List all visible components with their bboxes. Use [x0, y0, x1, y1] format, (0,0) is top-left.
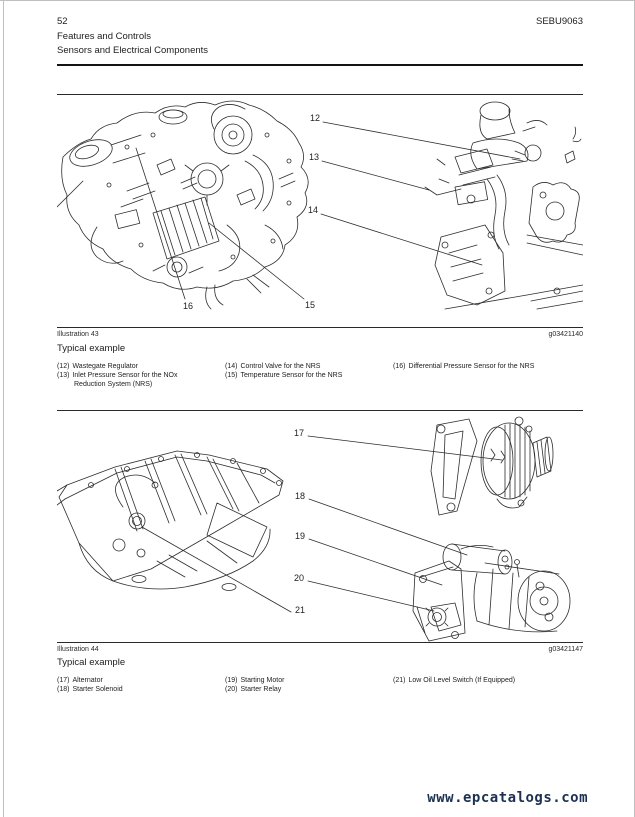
illustration-43-meta: Illustration 43 g03421140: [57, 331, 583, 338]
callout-17: 17: [292, 428, 306, 438]
illustration-43-figure: 12 13 14 15 16: [57, 94, 583, 328]
page-number: 52: [57, 16, 68, 27]
legend-column: (17)Alternator (18)Starter Solenoid: [57, 676, 209, 694]
illustration-43-label: Illustration 43: [57, 331, 99, 338]
callout-21: 21: [293, 605, 307, 615]
illustration-44-figure: 17 18 19 20 21: [57, 410, 583, 643]
subsection-title: Sensors and Electrical Components: [57, 45, 209, 56]
legend-item: (19)Starting Motor: [225, 677, 285, 684]
section-title: Features and Controls: [57, 31, 151, 42]
legend-item: (17)Alternator: [57, 677, 103, 684]
legend-item: (20)Starter Relay: [225, 686, 282, 693]
legend-item: (13)Inlet Pressure Sensor for the NOx Re…: [57, 372, 178, 388]
legend-column: (19)Starting Motor (20)Starter Relay: [225, 676, 377, 694]
legend-item: (15)Temperature Sensor for the NRS: [225, 372, 343, 379]
legend-column: (12)Wastegate Regulator (13)Inlet Pressu…: [57, 362, 209, 389]
illustration-43-caption: Typical example: [57, 343, 126, 354]
callout-15: 15: [303, 300, 317, 310]
engine-sensors-drawing: [57, 100, 583, 310]
legend-item: (12)Wastegate Regulator: [57, 363, 138, 370]
illustration-44-label: Illustration 44: [57, 646, 99, 653]
legend-item: (16)Differential Pressure Sensor for the…: [393, 363, 535, 370]
illustration-44-meta: Illustration 44 g03421147: [57, 646, 583, 653]
callout-19: 19: [293, 531, 307, 541]
callout-13: 13: [307, 152, 321, 162]
legend-column: (21)Low Oil Level Switch (If Equipped): [393, 676, 583, 694]
publication-code: SEBU9063: [535, 16, 583, 27]
callout-12: 12: [308, 113, 322, 123]
illustration-43-legend: (12)Wastegate Regulator (13)Inlet Pressu…: [57, 362, 583, 389]
legend-column: (14)Control Valve for the NRS (15)Temper…: [225, 362, 377, 389]
illustration-44-legend: (17)Alternator (18)Starter Solenoid (19)…: [57, 676, 583, 694]
callout-14: 14: [306, 205, 320, 215]
illustration-43-gnumber: g03421140: [548, 331, 583, 338]
header-rule: [57, 64, 583, 66]
page-edge-top: [0, 0, 635, 1]
illustration-44-gnumber: g03421147: [548, 646, 583, 653]
electrical-components-drawing: [57, 416, 571, 642]
callout-20: 20: [292, 573, 306, 583]
legend-item: (21)Low Oil Level Switch (If Equipped): [393, 677, 516, 684]
legend-item: (14)Control Valve for the NRS: [225, 363, 321, 370]
legend-item: (18)Starter Solenoid: [57, 686, 123, 693]
illustration-44-caption: Typical example: [57, 657, 126, 668]
callout-16: 16: [181, 301, 195, 311]
legend-column: (16)Differential Pressure Sensor for the…: [393, 362, 583, 389]
epcatalogs-watermark: www.epcatalogs.com: [427, 790, 588, 806]
page-edge-left: [3, 0, 4, 817]
callout-18: 18: [293, 491, 307, 501]
